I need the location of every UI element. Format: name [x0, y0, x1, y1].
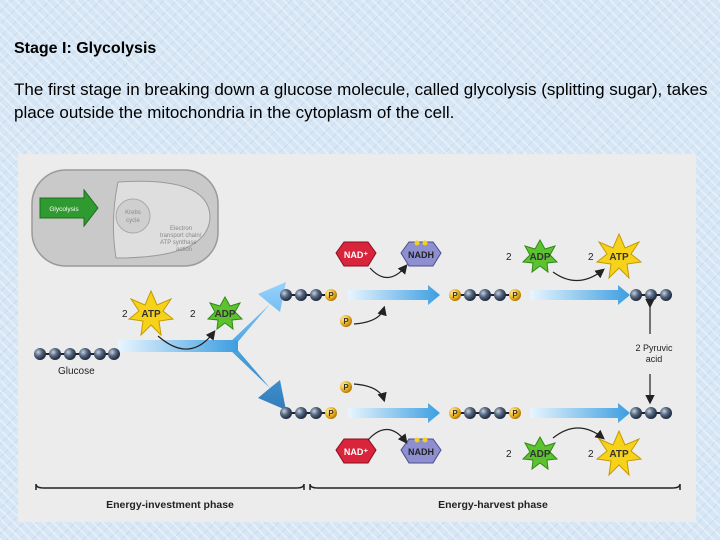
adp-count-investment: 2 — [190, 309, 196, 320]
nad-plus-label: NAD⁺ — [344, 447, 368, 457]
free-phosphate-top: P — [340, 305, 387, 327]
pyruvic-acid-top — [630, 289, 672, 301]
free-phosphate-bottom: P — [340, 381, 387, 403]
atp-label: ATP — [141, 309, 161, 320]
adp-star-top: ADP — [521, 238, 559, 274]
atp-label: ATP — [609, 449, 629, 460]
adp-label: ADP — [529, 252, 550, 263]
bottom-bisphosphate-chain: P — [280, 407, 337, 419]
adp-count-bottom: 2 — [506, 449, 512, 460]
adp-label: ADP — [214, 309, 235, 320]
inset-etc-label-2: transport chain/ — [160, 233, 202, 239]
pyruvic-acid-bottom — [630, 407, 672, 419]
inset-etc-label-1: Electron — [170, 226, 192, 232]
atp-count-top: 2 — [588, 252, 594, 263]
atp-label: ATP — [609, 252, 629, 263]
bottom-arrow-2 — [530, 403, 630, 423]
nadh-bottom: NADH — [400, 437, 442, 464]
nad-curved-arrow-bottom — [367, 428, 408, 444]
nadh-label: NADH — [408, 250, 434, 260]
nadh-label: NADH — [408, 447, 434, 457]
glucose-label: Glucose — [58, 366, 95, 377]
branch-arrow — [118, 282, 286, 410]
atp-star-bottom: ATP — [595, 429, 643, 477]
harvest-phase-label: Energy-harvest phase — [438, 499, 548, 511]
phosphate-label: P — [328, 409, 334, 418]
adp-label: ADP — [529, 449, 550, 460]
investment-phase-bracket — [35, 483, 305, 490]
pyruvic-acid-label-1: 2 Pyruvic — [635, 343, 673, 353]
cell-inset: Krebs cycle Electron transport chain/ AT… — [31, 169, 219, 267]
phosphate-label: P — [343, 317, 349, 326]
investment-phase-label: Energy-investment phase — [106, 499, 234, 511]
nad-curved-arrow-top — [369, 264, 408, 279]
harvest-phase-bracket — [309, 483, 681, 490]
top-arrow-1 — [348, 285, 440, 305]
adp-star-investment: ADP — [206, 295, 244, 331]
nad-plus-bottom: NAD⁺ — [335, 438, 377, 464]
inset-glycolysis-label: Glycolysis — [49, 206, 79, 213]
phosphate-label: P — [512, 409, 518, 418]
top-arrow-2 — [530, 285, 630, 305]
atp-star-investment: ATP — [127, 289, 175, 337]
investment-curved-arrow — [157, 330, 216, 350]
top-product-chain: P P — [449, 289, 521, 301]
phosphate-label: P — [512, 291, 518, 300]
atp-count-investment: 2 — [122, 309, 128, 320]
bottom-product-chain: P P — [449, 407, 521, 419]
glucose-chain — [34, 348, 120, 360]
inset-krebs-label-2: cycle — [126, 218, 140, 224]
inset-etc-label-3: ATP synthase — [160, 240, 197, 246]
phosphate-label: P — [343, 383, 349, 392]
top-bisphosphate-chain: P — [280, 289, 337, 301]
atp-star-top: ATP — [595, 232, 643, 280]
harvest-curved-arrow-bottom — [552, 427, 605, 440]
adp-star-bottom: ADP — [521, 435, 559, 471]
phosphate-label: P — [452, 409, 458, 418]
bottom-arrow-1 — [348, 403, 440, 423]
nad-plus-top: NAD⁺ — [335, 241, 377, 267]
phosphate-label: P — [452, 291, 458, 300]
phosphate-label: P — [328, 291, 334, 300]
adp-count-top: 2 — [506, 252, 512, 263]
atp-count-bottom: 2 — [588, 449, 594, 460]
inset-krebs-label-1: Krebs — [125, 210, 141, 216]
nad-plus-label: NAD⁺ — [344, 250, 368, 260]
harvest-curved-arrow-top — [552, 268, 605, 282]
nadh-top: NADH — [400, 240, 442, 267]
inset-etc-label-4: action — [176, 247, 192, 253]
slide-body-text: The first stage in breaking down a gluco… — [14, 80, 708, 122]
glycolysis-diagram: Krebs cycle Electron transport chain/ AT… — [18, 154, 696, 522]
pyruvic-acid-label-2: acid — [646, 354, 663, 364]
slide-title: Stage I: Glycolysis — [14, 40, 157, 57]
